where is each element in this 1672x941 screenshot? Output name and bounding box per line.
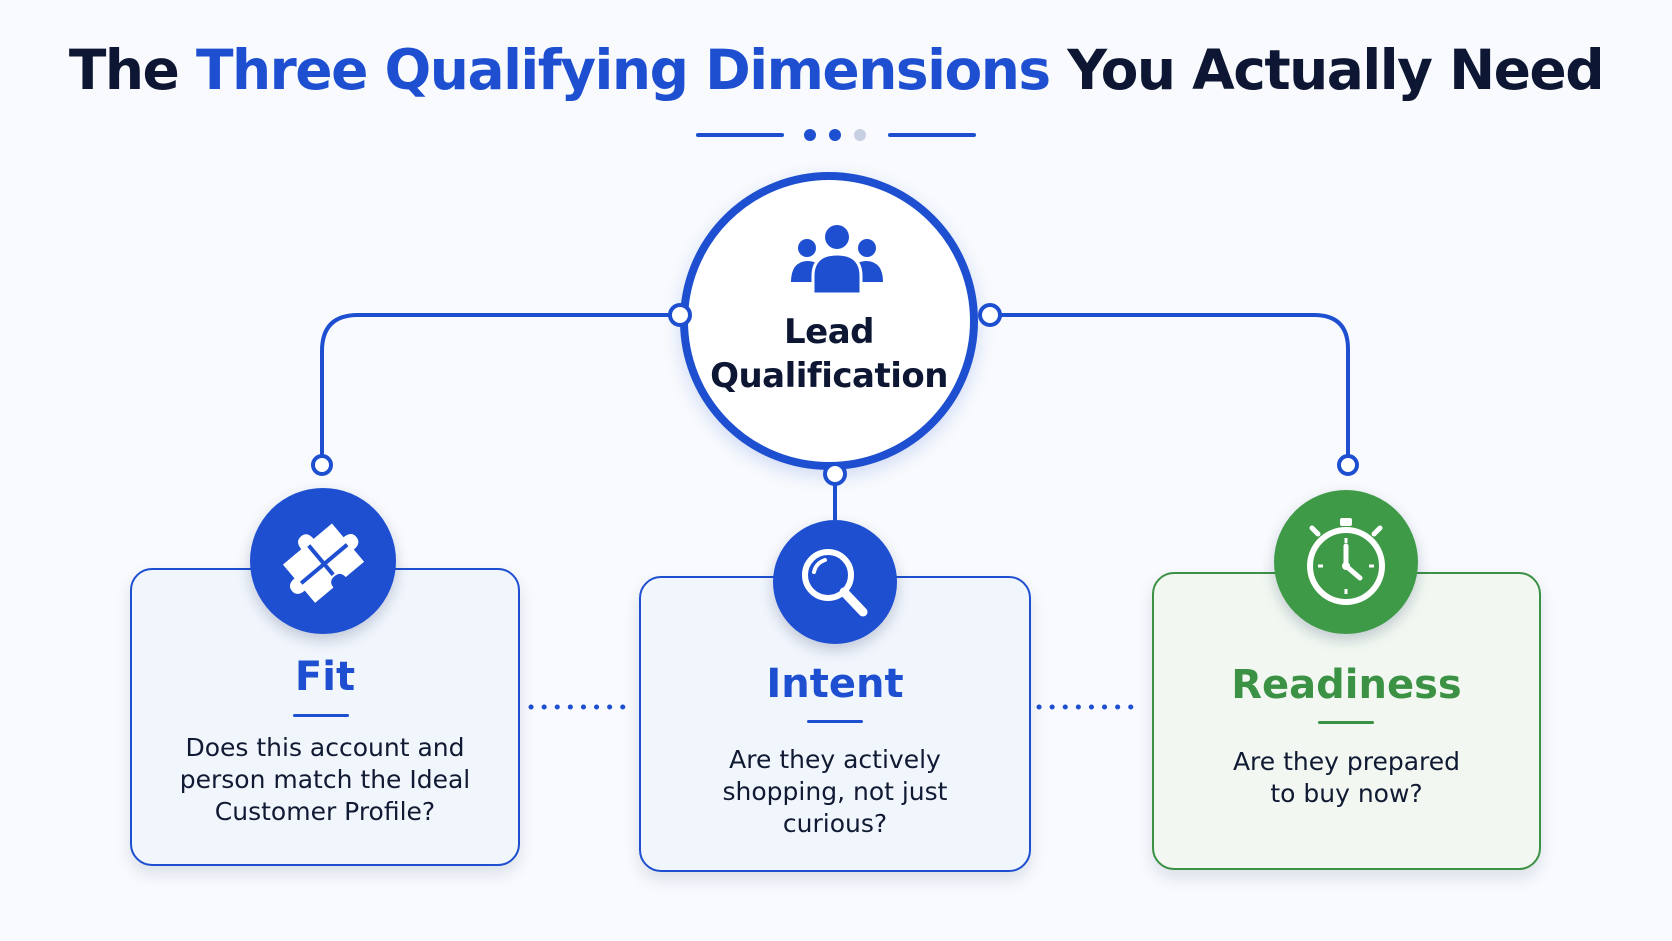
connector-hub-to-fit bbox=[320, 313, 680, 458]
node-hub-bottom bbox=[823, 462, 847, 486]
title-divider-left bbox=[696, 133, 784, 137]
hub-label: Lead Qualification bbox=[688, 310, 970, 398]
dimension-title-rule bbox=[1318, 721, 1374, 724]
node-readiness bbox=[1337, 454, 1359, 476]
description-line: Are they actively bbox=[729, 745, 941, 774]
fit-badge bbox=[250, 488, 396, 634]
puzzle-icon bbox=[282, 523, 365, 603]
dimension-title: Intent bbox=[766, 661, 904, 707]
node-hub-left bbox=[668, 303, 692, 327]
title-divider-dot-2 bbox=[829, 129, 841, 141]
readiness-badge bbox=[1274, 490, 1418, 634]
title-prefix: The bbox=[68, 38, 196, 102]
dimension-card-intent: Intent Are they actively shopping, not j… bbox=[639, 576, 1031, 872]
dimension-title: Readiness bbox=[1231, 662, 1462, 708]
page-title: The Three Qualifying Dimensions You Actu… bbox=[0, 38, 1672, 102]
title-suffix: You Actually Need bbox=[1049, 38, 1604, 102]
dimension-description: Are they prepared to buy now? bbox=[1168, 746, 1525, 810]
description-line: shopping, not just bbox=[722, 777, 948, 806]
dimension-description: Does this account and person match the I… bbox=[146, 732, 504, 828]
title-divider-dot-1 bbox=[804, 129, 816, 141]
title-divider-dot-3 bbox=[854, 129, 866, 141]
title-highlight: Three Qualifying Dimensions bbox=[196, 38, 1051, 102]
description-line: to buy now? bbox=[1270, 779, 1423, 808]
description-line: person match the Ideal bbox=[179, 765, 471, 794]
title-divider-right bbox=[888, 133, 976, 137]
users-group-icon bbox=[791, 225, 883, 296]
lead-qualification-hub: Lead Qualification bbox=[680, 172, 978, 470]
hub-label-line: Lead bbox=[783, 312, 875, 352]
description-line: curious? bbox=[782, 809, 888, 838]
node-fit bbox=[311, 454, 333, 476]
magnifier-icon bbox=[802, 549, 868, 617]
connector-hub-to-readiness bbox=[990, 313, 1350, 458]
stopwatch-icon bbox=[1307, 518, 1385, 605]
dimension-title: Fit bbox=[294, 654, 356, 700]
intent-badge bbox=[773, 520, 897, 644]
node-hub-right bbox=[978, 303, 1002, 327]
description-line: Are they prepared bbox=[1232, 747, 1461, 776]
dimension-title-rule bbox=[807, 720, 863, 723]
hub-label-line: Qualification bbox=[710, 356, 948, 396]
description-line: Does this account and bbox=[185, 733, 465, 762]
dimension-description: Are they actively shopping, not just cur… bbox=[655, 744, 1015, 840]
dimension-title-rule bbox=[293, 714, 349, 717]
description-line: Customer Profile? bbox=[214, 797, 436, 826]
